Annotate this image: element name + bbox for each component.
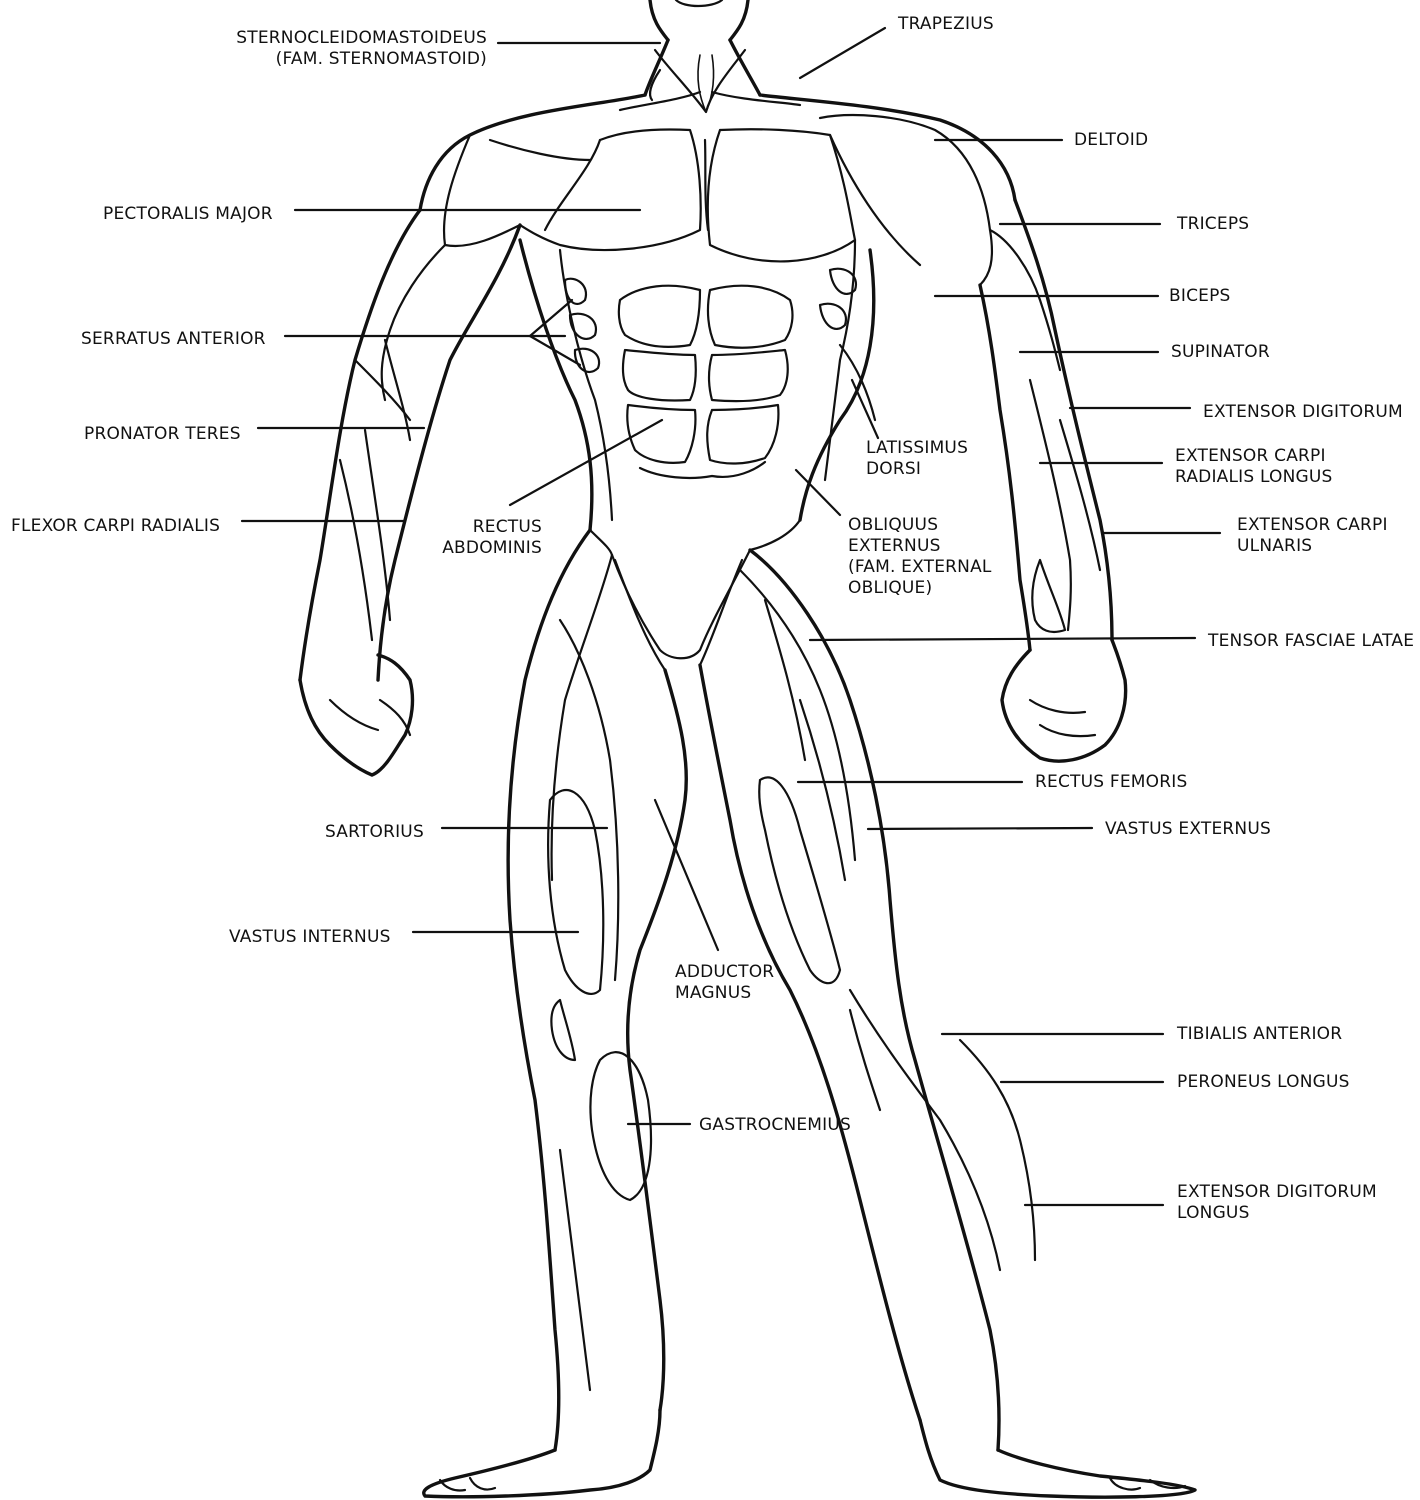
label-pectoralis-major: PECTORALIS MAJOR <box>103 204 273 225</box>
leader-trapezius <box>800 28 885 78</box>
leader-serratus-anterior-c <box>530 336 580 365</box>
left-arm <box>300 210 520 775</box>
leader-vastus-externus <box>868 828 1092 829</box>
label-tibialis-anterior: TIBIALIS ANTERIOR <box>1177 1024 1342 1045</box>
label-vastus-externus: VASTUS EXTERNUS <box>1105 819 1271 840</box>
leader-adductor-magnus <box>655 800 718 950</box>
label-adductor-magnus: ADDUCTOR MAGNUS <box>675 962 774 1004</box>
label-supinator: SUPINATOR <box>1171 342 1270 363</box>
label-vastus-internus: VASTUS INTERNUS <box>229 927 391 948</box>
label-peroneus-longus: PERONEUS LONGUS <box>1177 1072 1350 1093</box>
label-serratus-anterior: SERRATUS ANTERIOR <box>81 329 266 350</box>
leader-serratus-anterior-b <box>530 300 572 336</box>
left-leg <box>424 530 687 1497</box>
label-deltoid: DELTOID <box>1074 130 1148 151</box>
label-triceps: TRICEPS <box>1177 214 1249 235</box>
leader-tensor-fasciae-latae <box>810 638 1195 640</box>
label-flexor-carpi-radialis: FLEXOR CARPI RADIALIS <box>11 516 220 537</box>
head-neck <box>645 0 760 112</box>
right-arm <box>980 200 1126 761</box>
right-leg <box>700 550 1195 1497</box>
label-gastrocnemius: GASTROCNEMIUS <box>699 1115 851 1136</box>
label-sternocleidomastoideus: STERNOCLEIDOMASTOIDEUS (FAM. STERNOMASTO… <box>236 28 487 70</box>
label-rectus-femoris: RECTUS FEMORIS <box>1035 772 1187 793</box>
label-biceps: BICEPS <box>1169 286 1231 307</box>
label-tensor-fasciae-latae: TENSOR FASCIAE LATAE <box>1208 631 1414 652</box>
label-sartorius: SARTORIUS <box>325 822 424 843</box>
label-extensor-carpi-ulnaris: EXTENSOR CARPI ULNARIS <box>1237 515 1388 557</box>
label-rectus-abdominis: RECTUS ABDOMINIS <box>442 517 542 559</box>
label-latissimus-dorsi: LATISSIMUS DORSI <box>866 438 968 480</box>
label-obliquus-externus: OBLIQUUS EXTERNUS (FAM. EXTERNAL OBLIQUE… <box>848 515 992 599</box>
label-trapezius: TRAPEZIUS <box>898 14 994 35</box>
label-extensor-digitorum: EXTENSOR DIGITORUM <box>1203 402 1403 423</box>
label-extensor-digitorum-longus: EXTENSOR DIGITORUM LONGUS <box>1177 1182 1377 1224</box>
label-pronator-teres: PRONATOR TERES <box>84 424 241 445</box>
label-extensor-carpi-radialis-longus: EXTENSOR CARPI RADIALIS LONGUS <box>1175 446 1333 488</box>
